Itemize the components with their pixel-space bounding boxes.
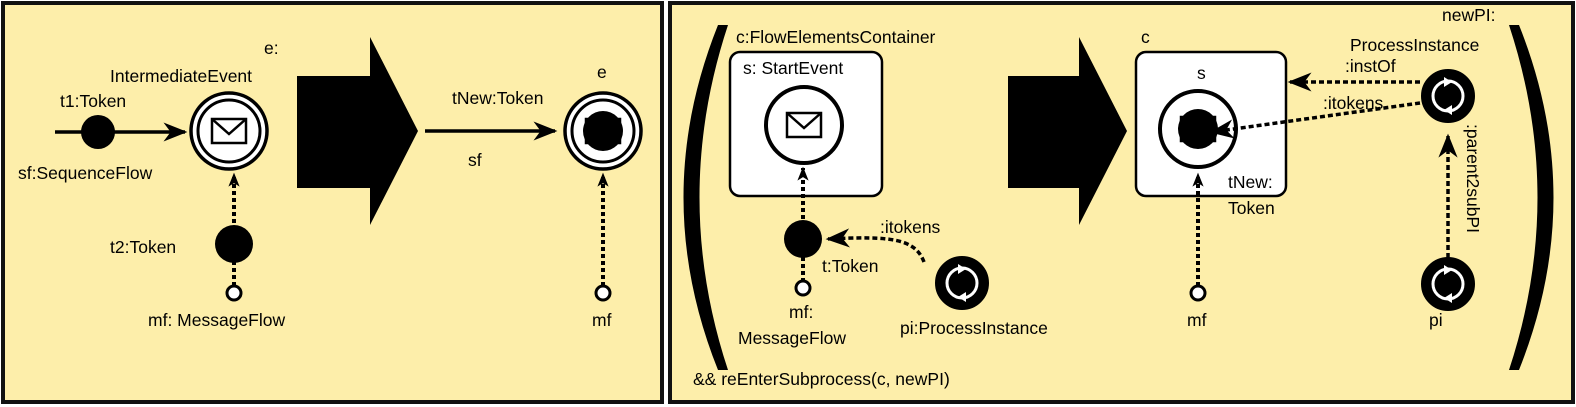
start-event — [764, 85, 844, 165]
result-pi-label: pi — [1429, 310, 1443, 330]
envelope-icon — [785, 111, 823, 139]
new-pi-label-line2: ProcessInstance — [1350, 35, 1479, 55]
left-panel-background — [1, 1, 664, 404]
token-t2-label: t2:Token — [110, 237, 176, 257]
process-instance-icon — [1420, 256, 1476, 312]
token-t1 — [81, 115, 115, 149]
tnew-label-line1: tNew: — [1228, 172, 1273, 192]
token-t-label: t:Token — [822, 256, 878, 276]
process-instance-label: pi:ProcessInstance — [900, 318, 1048, 338]
process-instance-pi — [934, 255, 990, 311]
message-flow-source-right — [794, 279, 812, 297]
envelope-filled-icon — [1178, 109, 1218, 149]
event-label-line2: IntermediateEvent — [110, 66, 252, 86]
parent2subpi-label: :parent2subPI — [1463, 124, 1483, 233]
new-pi-label-line1: newPI: — [1442, 5, 1496, 25]
process-instance-pi-result — [1420, 256, 1476, 312]
left-parenthesis — [683, 25, 728, 370]
event-label-line1: e: — [264, 38, 279, 58]
right-panel: c:FlowElementsContainer s: StartEvent t:… — [668, 1, 1575, 404]
result-mf-label-right: mf — [1187, 310, 1207, 330]
message-flow-label: mf: MessageFlow — [148, 310, 285, 330]
message-flow-label-line1: mf: — [789, 302, 813, 322]
token-t1-label: t1:Token — [60, 91, 126, 111]
intermediate-event — [189, 91, 269, 171]
transform-arrow-left — [297, 37, 418, 225]
new-token-label: tNew:Token — [452, 88, 543, 108]
left-panel: t1:Token sf:SequenceFlow e: Intermediate… — [1, 1, 664, 404]
new-process-instance — [1420, 68, 1476, 124]
sequence-flow-label: sf:SequenceFlow — [18, 163, 153, 183]
result-message-flow-source — [594, 284, 612, 302]
result-sf-label: sf — [468, 150, 482, 170]
itokens-link-right — [1209, 101, 1421, 139]
transform-arrow-right — [1008, 37, 1127, 225]
process-instance-icon — [1420, 68, 1476, 124]
result-event-label: e — [597, 62, 607, 82]
tnew-label-line2: Token — [1228, 198, 1275, 218]
message-flow-label-line2: MessageFlow — [738, 328, 846, 348]
itokens-label-left: :itokens — [880, 217, 941, 237]
result-message-flow-source-right — [1189, 284, 1207, 302]
result-mf-label: mf — [592, 310, 612, 330]
result-start-event — [1158, 89, 1238, 169]
itokens-label-right: :itokens — [1323, 93, 1384, 113]
token-t2 — [215, 225, 253, 263]
envelope-filled-icon — [583, 111, 623, 151]
message-flow-source — [225, 284, 243, 302]
result-container-label: c — [1141, 27, 1150, 47]
envelope-icon — [210, 117, 248, 145]
condition-label: && reEnterSubprocess(c, newPI) — [693, 369, 950, 389]
result-intermediate-event — [563, 91, 643, 171]
process-instance-icon — [934, 255, 990, 311]
result-start-label: s — [1197, 63, 1206, 83]
instof-label: :instOf — [1345, 56, 1396, 76]
token-t — [784, 220, 822, 258]
right-parenthesis — [1509, 25, 1554, 370]
container-label: c:FlowElementsContainer — [736, 27, 936, 47]
start-event-label: s: StartEvent — [743, 58, 843, 78]
